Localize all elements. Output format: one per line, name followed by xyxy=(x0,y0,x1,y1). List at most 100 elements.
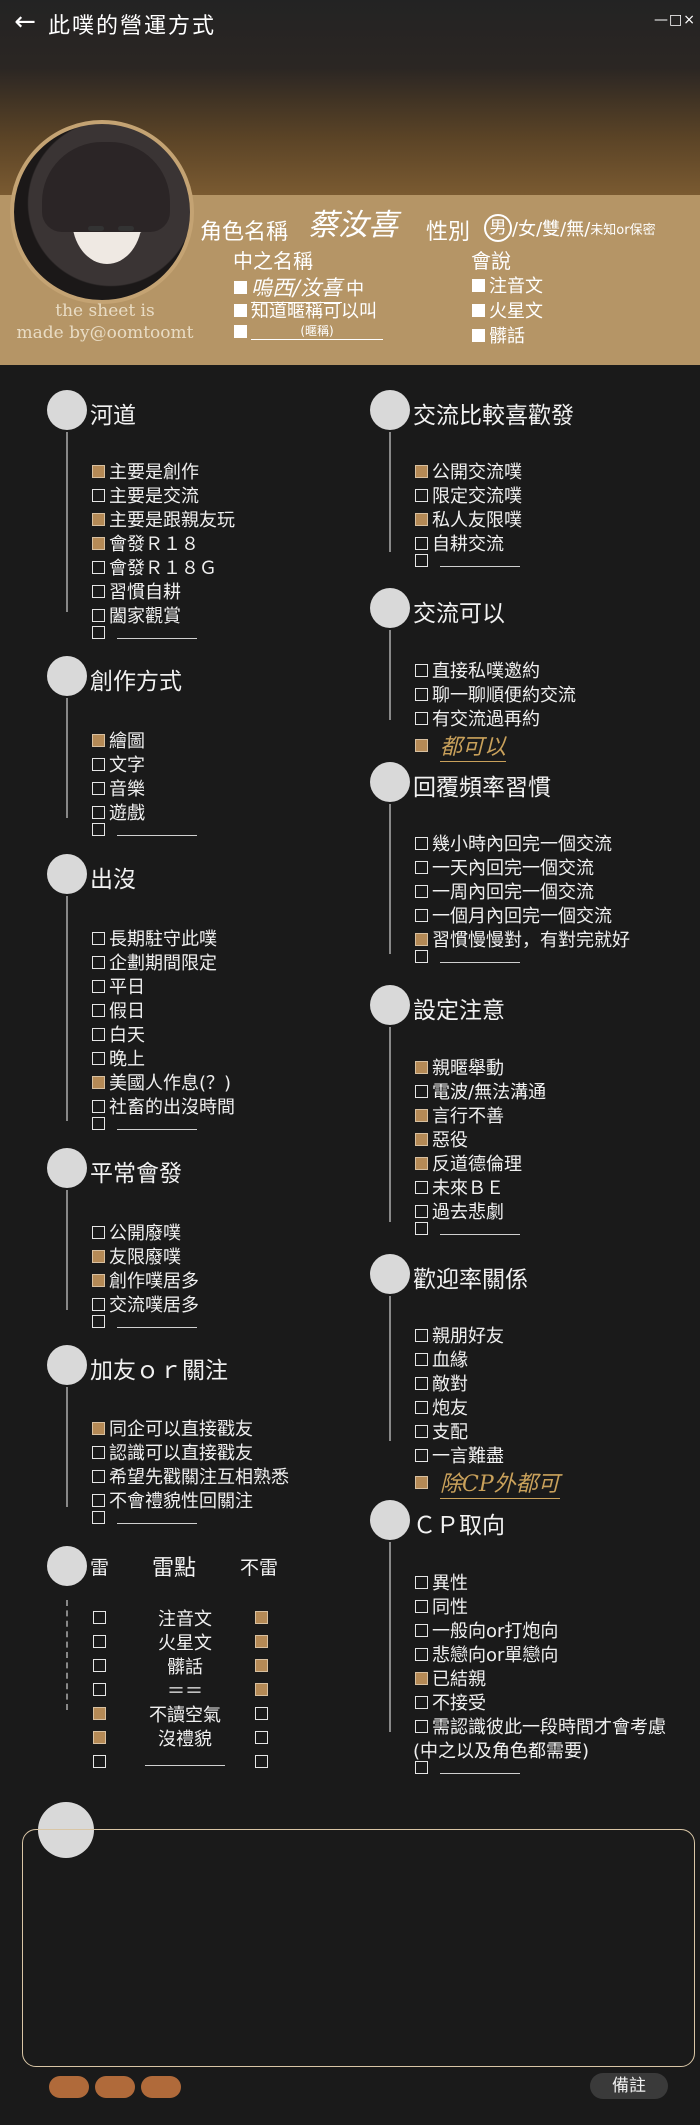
nickname-opt1[interactable]: 嗚西/汝喜 中 xyxy=(234,272,364,303)
checkbox[interactable] xyxy=(92,1493,105,1507)
checkbox[interactable] xyxy=(415,687,428,701)
checklist-item[interactable]: 企劃期間限定 xyxy=(92,949,217,975)
checkbox[interactable] xyxy=(92,626,105,639)
not-thunder-checkbox[interactable] xyxy=(255,1659,268,1672)
checklist-item[interactable]: 血緣 xyxy=(415,1346,468,1372)
checkbox[interactable] xyxy=(92,1051,105,1065)
not-thunder-checkbox[interactable] xyxy=(255,1635,268,1648)
checklist-item[interactable] xyxy=(415,1222,520,1235)
checklist-item[interactable]: 同企可以直接戳友 xyxy=(92,1415,253,1441)
checklist-item[interactable]: 反道德倫理 xyxy=(415,1150,522,1176)
checklist-item[interactable]: 一周內回完一個交流 xyxy=(415,878,594,904)
checklist-item[interactable]: 一個月內回完一個交流 xyxy=(415,902,612,928)
checklist-item[interactable]: 創作噗居多 xyxy=(92,1267,199,1293)
blank-line[interactable] xyxy=(117,824,197,836)
checkbox[interactable] xyxy=(92,1421,105,1435)
speaks-opt3[interactable]: 髒話 xyxy=(472,322,525,348)
not-thunder-checkbox[interactable] xyxy=(255,1611,268,1624)
checklist-item[interactable]: 惡役 xyxy=(415,1126,468,1152)
checklist-item[interactable]: 主要是跟親友玩 xyxy=(92,506,235,532)
window-controls[interactable]: —□× xyxy=(654,12,696,28)
checklist-item-extra[interactable]: 都可以 xyxy=(415,729,507,762)
checklist-item[interactable]: 限定交流噗 xyxy=(415,482,522,508)
thunder-checkbox[interactable] xyxy=(93,1635,106,1648)
blank-line[interactable] xyxy=(117,1512,197,1524)
checklist-item[interactable]: 異性 xyxy=(415,1569,468,1595)
checklist-item[interactable]: 公開交流噗 xyxy=(415,458,522,484)
checklist-item[interactable]: 言行不善 xyxy=(415,1102,504,1128)
checklist-item[interactable]: 已結親 xyxy=(415,1665,486,1691)
checkbox[interactable] xyxy=(415,536,428,550)
checklist-item[interactable]: 晚上 xyxy=(92,1045,145,1071)
checkbox[interactable] xyxy=(92,1249,105,1263)
checklist-item[interactable]: 闔家觀賞 xyxy=(92,602,181,628)
thunder-checkbox[interactable] xyxy=(93,1731,106,1744)
color-pill-3[interactable] xyxy=(141,2076,181,2098)
checkbox[interactable] xyxy=(415,464,428,478)
checklist-item[interactable]: 希望先戳關注互相熟悉 xyxy=(92,1463,289,1489)
checklist-item[interactable]: 習慣慢慢對，有對完就好 xyxy=(415,926,630,952)
blank-line[interactable] xyxy=(440,951,520,963)
checklist-item[interactable]: 公開廢噗 xyxy=(92,1219,181,1245)
checklist-item[interactable]: 遊戲 xyxy=(92,799,145,825)
checklist-item[interactable]: 假日 xyxy=(92,997,145,1023)
checklist-item[interactable]: 習慣自耕 xyxy=(92,578,181,604)
color-pill-2[interactable] xyxy=(95,2076,135,2098)
checkbox[interactable] xyxy=(92,1099,105,1113)
not-thunder-checkbox[interactable] xyxy=(255,1683,268,1696)
speaks-opt3-checkbox[interactable] xyxy=(472,328,485,342)
checkbox[interactable] xyxy=(415,1180,428,1194)
checkbox[interactable] xyxy=(92,1315,105,1328)
checkbox[interactable] xyxy=(415,860,428,874)
checkbox[interactable] xyxy=(415,1599,428,1613)
checkbox[interactable] xyxy=(415,884,428,898)
checkbox[interactable] xyxy=(415,1761,428,1774)
checklist-item[interactable]: 支配 xyxy=(415,1418,468,1444)
checklist-item[interactable]: 私人友限噗 xyxy=(415,506,522,532)
not-thunder-checkbox[interactable] xyxy=(255,1707,268,1720)
checklist-item[interactable]: 長期駐守此噗 xyxy=(92,925,217,951)
checkbox[interactable] xyxy=(92,488,105,502)
checklist-item[interactable]: 主要是交流 xyxy=(92,482,199,508)
nickname-opt3[interactable]: (暱稱) xyxy=(234,322,383,340)
checkbox[interactable] xyxy=(415,663,428,677)
blank-line[interactable] xyxy=(117,627,197,639)
checkbox[interactable] xyxy=(92,733,105,747)
checklist-item[interactable]: 社畜的出沒時間 xyxy=(92,1093,235,1119)
checkbox[interactable] xyxy=(92,560,105,574)
checklist-item[interactable]: 敵對 xyxy=(415,1370,468,1396)
checkbox[interactable] xyxy=(415,1328,428,1342)
checkbox[interactable] xyxy=(92,1003,105,1017)
checkbox[interactable] xyxy=(415,1647,428,1661)
checklist-item[interactable] xyxy=(92,1315,197,1328)
checkbox[interactable] xyxy=(415,1084,428,1098)
checkbox[interactable] xyxy=(415,1623,428,1637)
gender-selected[interactable]: 男 xyxy=(484,214,512,242)
back-arrow-icon[interactable]: ← xyxy=(14,7,36,37)
checklist-item[interactable]: 炮友 xyxy=(415,1394,468,1420)
thunder-checkbox[interactable] xyxy=(93,1683,106,1696)
checkbox[interactable] xyxy=(415,512,428,526)
checkbox[interactable] xyxy=(92,584,105,598)
checklist-item[interactable]: 過去悲劇 xyxy=(415,1198,504,1224)
checkbox[interactable] xyxy=(415,1424,428,1438)
thunder-checkbox[interactable] xyxy=(93,1755,106,1768)
checkbox[interactable] xyxy=(415,1156,428,1170)
checklist-item[interactable]: 繪圖 xyxy=(92,727,145,753)
checklist-item[interactable]: 白天 xyxy=(92,1021,145,1047)
checklist-item[interactable]: 有交流過再約 xyxy=(415,705,540,731)
speaks-opt1[interactable]: 注音文 xyxy=(472,272,543,298)
checkbox[interactable] xyxy=(92,979,105,993)
checkbox[interactable] xyxy=(92,1273,105,1287)
checkbox[interactable] xyxy=(92,931,105,945)
checklist-item[interactable] xyxy=(415,1761,520,1774)
checklist-item[interactable]: 幾小時內回完一個交流 xyxy=(415,830,612,856)
checkbox[interactable] xyxy=(415,1448,428,1462)
checklist-item[interactable]: 認識可以直接戳友 xyxy=(92,1439,253,1465)
checkbox[interactable] xyxy=(415,1060,428,1074)
checkbox[interactable] xyxy=(415,836,428,850)
checklist-item[interactable]: 一天內回完一個交流 xyxy=(415,854,594,880)
checklist-item[interactable] xyxy=(92,626,197,639)
checkbox[interactable] xyxy=(415,1132,428,1146)
color-pill-1[interactable] xyxy=(49,2076,89,2098)
